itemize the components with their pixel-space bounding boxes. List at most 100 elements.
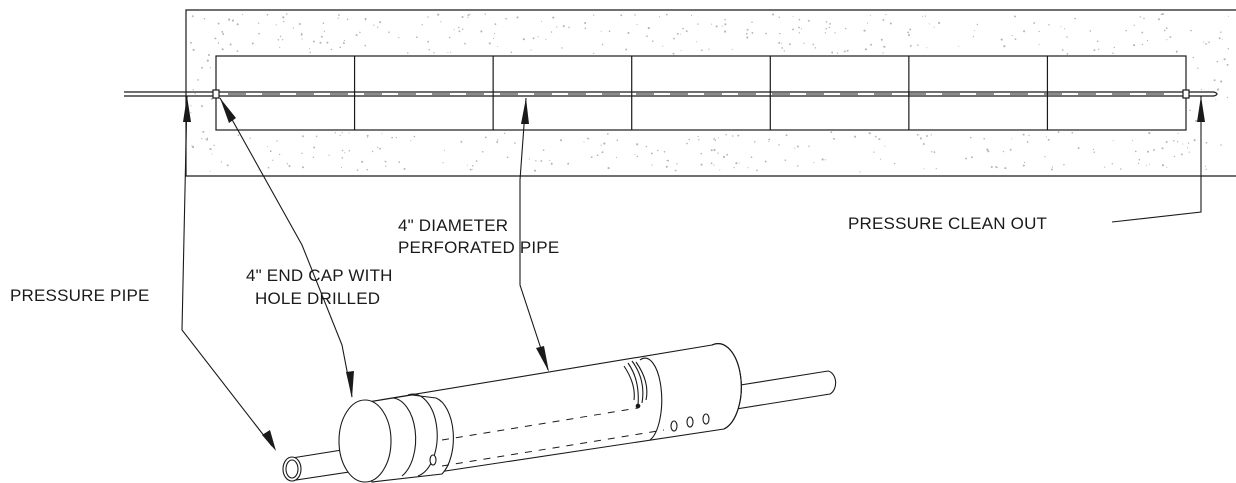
gravel-dot [873, 151, 875, 153]
gravel-dot [1112, 140, 1114, 142]
gravel-dot [496, 141, 499, 143]
gravel-dot [676, 163, 678, 165]
gravel-dot [1139, 16, 1141, 18]
gravel-dot [407, 52, 409, 54]
gravel-dot [461, 16, 464, 18]
gravel-dot [1138, 158, 1141, 161]
gravel-dot [415, 36, 418, 39]
gravel-dot [696, 41, 698, 43]
gravel-dot [1148, 132, 1151, 135]
gravel-dot [972, 35, 975, 38]
arrowhead-perforated-bottom [536, 346, 549, 372]
gravel-dot [928, 23, 930, 25]
gravel-dot [788, 43, 791, 46]
gravel-dot [1066, 53, 1069, 55]
gravel-dot [1096, 40, 1099, 43]
gravel-dot [969, 136, 972, 139]
gravel-dot [976, 23, 979, 26]
gravel-dot [231, 19, 235, 22]
gravel-dot [326, 41, 329, 44]
gravel-dot [731, 135, 734, 137]
gravel-dot [1180, 153, 1183, 156]
gravel-dot [833, 137, 835, 140]
gravel-dot [421, 24, 423, 26]
gravel-dot [192, 89, 194, 91]
gravel-dot [650, 152, 653, 155]
gravel-dot [341, 149, 344, 152]
gravel-dot [308, 48, 311, 50]
gravel-dot [309, 51, 311, 54]
gravel-dot [688, 138, 690, 141]
gravel-dot [889, 22, 892, 25]
gravel-dot [410, 139, 412, 141]
gravel-dot [685, 30, 688, 33]
gravel-dot [800, 28, 803, 30]
gravel-dot [834, 32, 836, 34]
gravel-dot [1165, 27, 1168, 29]
gravel-dot [825, 21, 828, 23]
gravel-dot [868, 132, 871, 135]
gravel-dot [662, 45, 664, 47]
perforated-pipe-label-line1: 4" DIAMETER [398, 216, 509, 235]
gravel-dot [484, 136, 487, 139]
gravel-dot [717, 137, 720, 139]
clean-out-plan [1182, 89, 1190, 99]
gravel-dot [751, 31, 754, 34]
gravel-dot [217, 22, 220, 25]
gravel-dot [356, 169, 359, 171]
gravel-dot [1022, 133, 1025, 136]
gravel-dot [458, 26, 460, 29]
gravel-dot [379, 21, 382, 24]
gravel-dot [676, 32, 679, 35]
gravel-dot [562, 25, 565, 28]
gravel-dot [1071, 131, 1074, 134]
drilled-hole [702, 413, 710, 425]
gravel-dot [1193, 139, 1196, 142]
clean-out-leader [1111, 96, 1202, 223]
gravel-dot [206, 137, 209, 139]
gravel-dot [510, 51, 513, 54]
gravel-dot [277, 39, 280, 41]
gravel-dot [1177, 141, 1179, 143]
gravel-dot [484, 13, 486, 15]
gravel-dot [1149, 163, 1150, 165]
end-cap-label-line1: 4" END CAP WITH [246, 266, 393, 285]
gravel-dot [301, 38, 303, 40]
gravel-dot [1057, 131, 1060, 134]
gravel-dot [1223, 58, 1226, 61]
gravel-dot [647, 27, 650, 30]
gravel-dot [556, 26, 558, 28]
gravel-dot [398, 36, 400, 39]
gravel-dot [1026, 141, 1029, 143]
gravel-dot [312, 156, 315, 159]
gravel-dot [1152, 148, 1155, 151]
gravel-dot [288, 164, 291, 168]
gravel-dot [1161, 164, 1165, 167]
gravel-dot [584, 21, 587, 25]
gravel-dot [236, 23, 239, 26]
gravel-dot [279, 35, 282, 38]
gravel-dot [797, 165, 799, 167]
gravel-dot [1066, 36, 1068, 38]
gravel-dot [315, 135, 318, 138]
gravel-dot [636, 143, 639, 146]
gravel-dot [1220, 31, 1222, 33]
gravel-dot [209, 148, 212, 151]
gravel-dot [1011, 35, 1013, 37]
gravel-dot [1189, 109, 1191, 112]
gravel-dot [1203, 41, 1205, 43]
gravel-dot [870, 43, 873, 46]
gravel-dot [746, 28, 749, 31]
gravel-dot [550, 162, 553, 165]
gravel-dot [843, 50, 846, 53]
gravel-dot [1145, 164, 1147, 166]
gravel-dot [220, 161, 223, 163]
gravel-dot [715, 25, 718, 28]
gravel-dot [221, 30, 224, 33]
gravel-dot [590, 156, 593, 159]
gravel-dot [926, 47, 928, 49]
gravel-dot [533, 169, 537, 172]
gravel-dot [923, 168, 925, 170]
gravel-dot [844, 27, 847, 30]
gravel-dot [258, 32, 260, 35]
